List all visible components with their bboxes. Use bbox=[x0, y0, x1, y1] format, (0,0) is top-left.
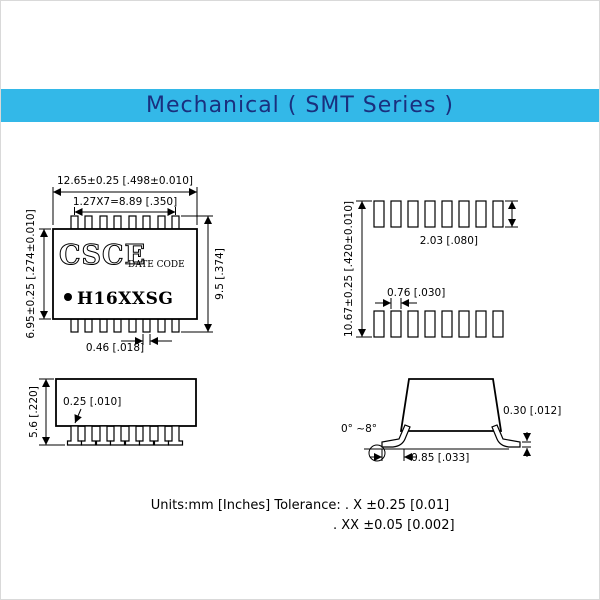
lead-thickness-dimension: 0.30 [.012] bbox=[503, 405, 561, 457]
side-view-drawing: 5.6 [.220] 0.25 [.010] bbox=[28, 378, 197, 446]
land-pads-top-row bbox=[373, 200, 504, 228]
body-width-dimension: 6.95±0.25 [.274±0.010] bbox=[25, 209, 51, 339]
profile-body-outline bbox=[399, 378, 503, 432]
dim-foot-length: 0.85 [.033] bbox=[411, 452, 469, 464]
brand-logo-text: CSCE bbox=[59, 240, 146, 271]
pad-length-dimension: 2.03 [.080] bbox=[420, 200, 518, 247]
dim-overall-width: 12.65±0.25 [.498±0.010] bbox=[57, 175, 193, 187]
land-pads-bottom-row bbox=[373, 310, 504, 338]
pin-width-dimension: 0.46 [.018] bbox=[86, 334, 172, 354]
land-pattern-drawing: 2.03 [.080] 10.67±0.25 [.420±0.010] 0.76… bbox=[343, 200, 518, 338]
foot-length-dimension: 0.85 [.033] bbox=[370, 449, 469, 464]
bottom-pins bbox=[70, 318, 180, 333]
section-title: Mechanical ( SMT Series ) bbox=[146, 93, 454, 118]
overall-length-dimension: 9.5 [.374] bbox=[181, 215, 226, 333]
dim-side-height: 5.6 [.220] bbox=[28, 386, 40, 438]
tolerance-note-line1: Units:mm [Inches] Tolerance: . X ±0.25 [… bbox=[150, 498, 450, 513]
lead-bend-radius-circle bbox=[368, 444, 386, 462]
dim-overall-length: 9.5 [.374] bbox=[214, 248, 226, 300]
overall-width-dimension: 12.65±0.25 [.498±0.010] bbox=[52, 175, 198, 225]
left-gullwing-lead bbox=[381, 424, 411, 448]
side-height-dimension: 5.6 [.220] bbox=[28, 378, 65, 446]
pad-width-dimension: 0.76 [.030] bbox=[375, 287, 445, 309]
right-gullwing-lead bbox=[491, 424, 521, 448]
date-code-label: DATE CODE bbox=[128, 260, 185, 270]
section-banner: Mechanical ( SMT Series ) bbox=[1, 89, 599, 122]
land-overall-dimension: 10.67±0.25 [.420±0.010] bbox=[343, 200, 372, 338]
dim-body-width: 6.95±0.25 [.274±0.010] bbox=[25, 209, 37, 338]
top-pins bbox=[70, 215, 180, 230]
dim-pad-length: 2.03 [.080] bbox=[420, 235, 478, 247]
standoff-dimension: 0.25 [.010] bbox=[63, 396, 121, 424]
dim-land-overall: 10.67±0.25 [.420±0.010] bbox=[343, 201, 355, 337]
dim-pin-width: 0.46 [.018] bbox=[86, 342, 144, 354]
side-leads bbox=[66, 425, 184, 446]
package-body-outline bbox=[52, 228, 198, 320]
dim-pin-pitch: 1.27X7=8.89 [.350] bbox=[73, 196, 177, 208]
profile-view-drawing: 0° ~8° 0.30 [.012] 0.85 [.033] bbox=[341, 378, 561, 464]
dim-lead-thickness: 0.30 [.012] bbox=[503, 405, 561, 417]
top-view-drawing: 12.65±0.25 [.498±0.010] 1.27X7=8.89 [.35… bbox=[25, 175, 226, 354]
dim-standoff: 0.25 [.010] bbox=[63, 396, 121, 408]
dim-pad-width: 0.76 [.030] bbox=[387, 287, 445, 299]
part-number: H16XXSG bbox=[77, 289, 173, 309]
pin1-dot bbox=[64, 293, 72, 301]
dim-lead-angle: 0° ~8° bbox=[341, 423, 377, 435]
tolerance-note-line2: . XX ±0.05 [0.002] bbox=[333, 518, 455, 533]
pin-pitch-dimension: 1.27X7=8.89 [.350] bbox=[73, 196, 177, 216]
